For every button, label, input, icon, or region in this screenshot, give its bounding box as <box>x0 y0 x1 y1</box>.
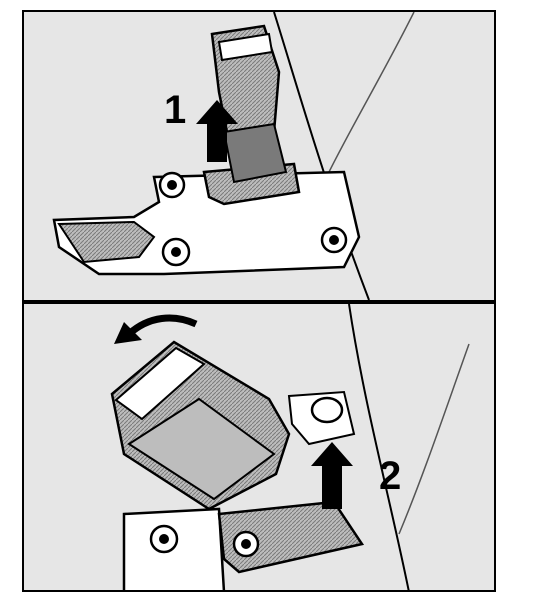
step-1-illustration <box>52 12 415 300</box>
background-line <box>328 12 415 173</box>
bolt-icon <box>161 237 191 267</box>
background-line <box>398 343 470 535</box>
step-1-panel: 1 <box>22 10 496 302</box>
bolt-icon <box>310 396 344 424</box>
rotate-arrow-icon <box>126 314 198 337</box>
rotate-arrow-head <box>114 322 142 344</box>
up-arrow-icon <box>311 442 353 509</box>
body-contour-line <box>348 304 410 590</box>
latch-top-face <box>114 346 206 421</box>
bolt-icon <box>149 524 179 554</box>
step-number-2: 2 <box>379 454 402 498</box>
body-contour-line <box>273 12 370 300</box>
mounting-plate <box>122 507 226 590</box>
latch-base <box>217 500 365 574</box>
latch-lower <box>222 122 288 184</box>
latch-front-face <box>127 397 276 501</box>
bolt-icon <box>158 171 186 199</box>
step-2-panel: 2 <box>22 302 496 592</box>
bolt-icon <box>232 530 260 558</box>
bolt-icon <box>320 226 348 254</box>
step-number-1: 1 <box>164 88 187 132</box>
up-arrow-icon <box>196 100 238 162</box>
plate-tab <box>57 220 156 264</box>
step-2-illustration <box>110 304 470 590</box>
latch-top <box>217 32 274 62</box>
